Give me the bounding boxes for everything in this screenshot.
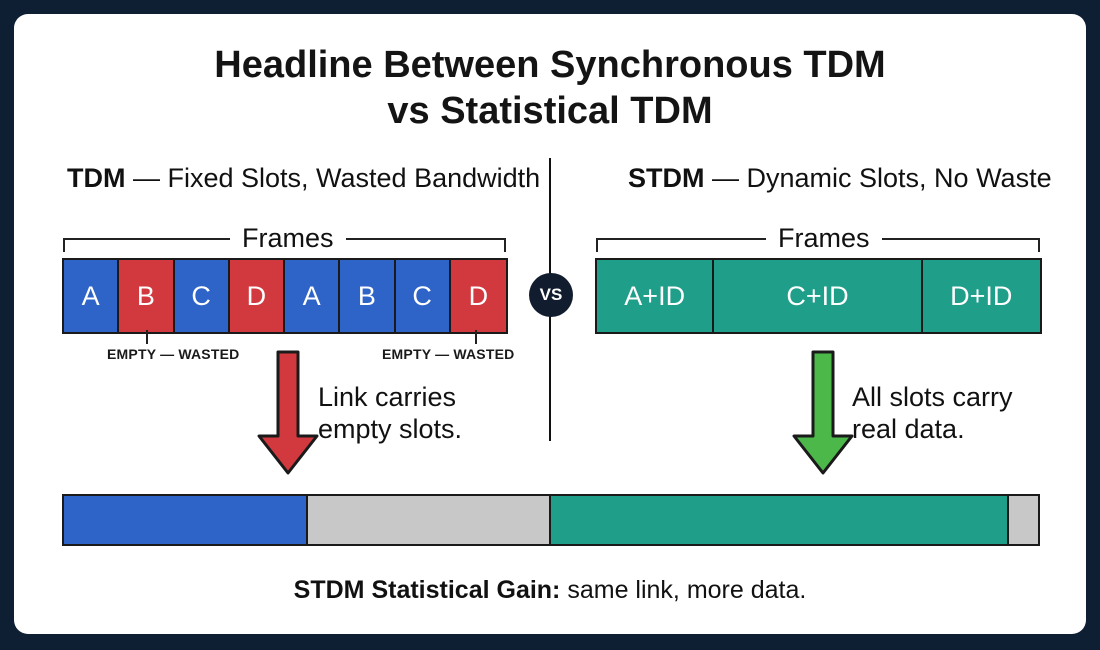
caption: STDM Statistical Gain: same link, more d… bbox=[0, 576, 1100, 605]
stdm-heading: STDM — Dynamic Slots, No Waste bbox=[628, 160, 1052, 196]
tdm-heading: TDM — Fixed Slots, Wasted Bandwidth bbox=[67, 160, 540, 196]
tdm-note-line-1: Link carries bbox=[318, 382, 457, 412]
tdm-slot: D bbox=[450, 260, 506, 332]
caption-bold: STDM Statistical Gain: bbox=[293, 576, 561, 604]
caption-text: same link, more data. bbox=[560, 576, 807, 604]
tdm-slot: A bbox=[64, 260, 120, 332]
tdm-frames-label: Frames bbox=[230, 222, 346, 254]
wasted-tick-right bbox=[475, 330, 477, 344]
tdm-slot: B bbox=[119, 260, 175, 332]
tdm-heading-bold: TDM bbox=[67, 163, 126, 193]
tdm-slot: A bbox=[285, 260, 341, 332]
page-title: Headline Between Synchronous TDM vs Stat… bbox=[0, 42, 1100, 134]
stdm-note-line-2: real data. bbox=[852, 414, 965, 444]
stdm-slot: D+ID bbox=[922, 260, 1040, 332]
wasted-label-left: EMPTY — WASTED bbox=[107, 346, 240, 362]
tdm-down-arrow-icon bbox=[257, 350, 319, 475]
stdm-note-line-1: All slots carry bbox=[852, 382, 1013, 412]
bar-segment-stdm-idle bbox=[1008, 496, 1038, 544]
tdm-heading-text: — Fixed Slots, Wasted Bandwidth bbox=[125, 163, 541, 193]
wasted-tick-left bbox=[146, 330, 148, 344]
wasted-label-right: EMPTY — WASTED bbox=[382, 346, 515, 362]
tdm-slot: D bbox=[229, 260, 285, 332]
tdm-slot: C bbox=[174, 260, 230, 332]
stdm-note: All slots carry real data. bbox=[852, 381, 1013, 445]
bar-segment-tdm-used bbox=[64, 496, 308, 544]
stdm-heading-text: — Dynamic Slots, No Waste bbox=[704, 163, 1052, 193]
title-line-2: vs Statistical TDM bbox=[387, 90, 713, 132]
tdm-slot: C bbox=[395, 260, 451, 332]
vs-badge: VS bbox=[529, 273, 573, 317]
stdm-heading-bold: STDM bbox=[628, 163, 705, 193]
bar-segment-tdm-wasted bbox=[307, 496, 551, 544]
stdm-slot: A+ID bbox=[597, 260, 715, 332]
stdm-down-arrow-icon bbox=[792, 350, 854, 475]
tdm-note-line-2: empty slots. bbox=[318, 414, 463, 444]
stdm-frames-label: Frames bbox=[766, 222, 882, 254]
tdm-slot: B bbox=[340, 260, 396, 332]
stdm-slot: C+ID bbox=[714, 260, 923, 332]
title-line-1: Headline Between Synchronous TDM bbox=[214, 44, 886, 86]
tdm-note: Link carries empty slots. bbox=[318, 381, 462, 445]
link-utilization-bar bbox=[62, 494, 1040, 546]
bar-segment-stdm-used bbox=[551, 496, 1009, 544]
